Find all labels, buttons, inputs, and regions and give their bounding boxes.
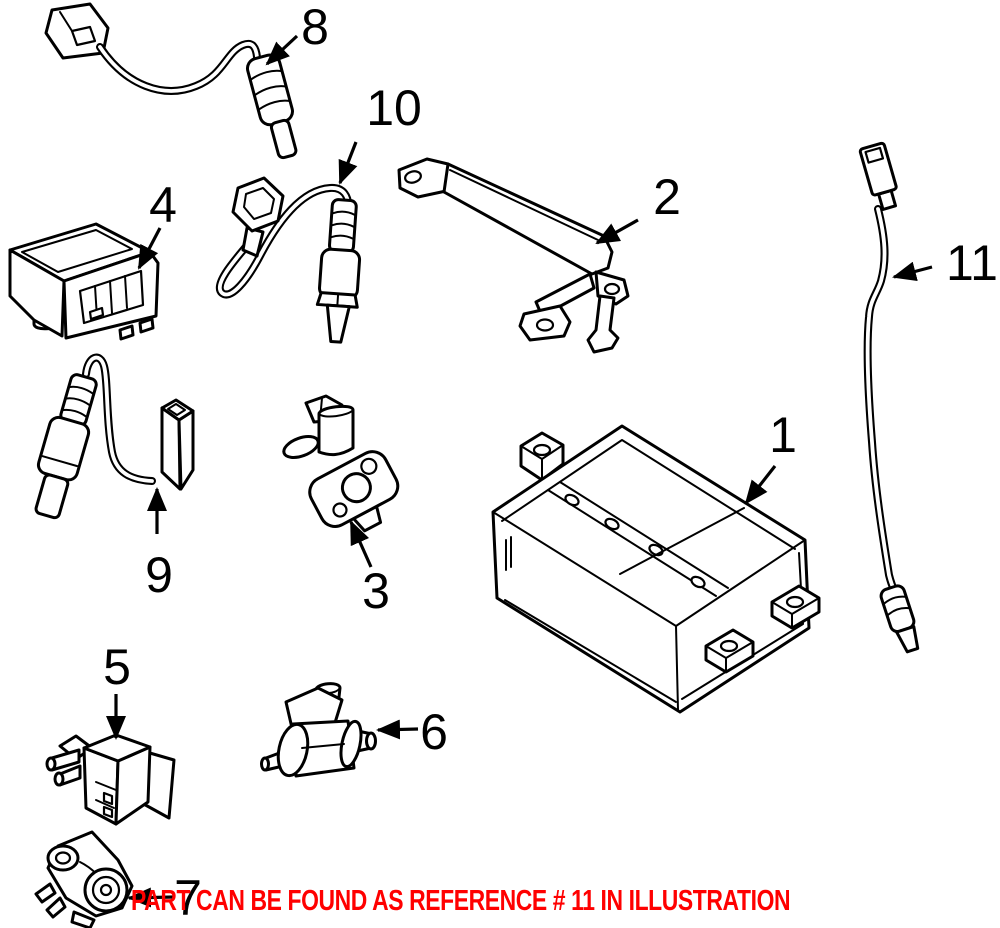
callout-label-2: 2 [653, 169, 681, 225]
reference-caption: PART CAN BE FOUND AS REFERENCE # 11 IN I… [131, 885, 791, 917]
callout-label-11: 11 [946, 235, 998, 291]
part-4-map-sensor [8, 222, 160, 341]
callout-arrow-4 [137, 227, 162, 270]
callout-label-6: 6 [420, 704, 448, 760]
callout-arrow-2 [595, 218, 639, 245]
callout-label-10: 10 [366, 80, 422, 136]
part-8-oxygen-sensor [44, 2, 298, 160]
part-10-oxygen-sensor [215, 176, 362, 344]
callout-arrow-10 [338, 141, 358, 185]
callout-label-8: 8 [301, 0, 329, 55]
callout-arrow-7 [127, 887, 175, 908]
callout-label-9: 9 [145, 547, 173, 603]
part-1-evap-canister [491, 424, 821, 714]
part-5-purge-solenoid-valve [45, 733, 176, 826]
callout-arrow-11 [892, 261, 933, 282]
callout-label-5: 5 [103, 639, 131, 695]
callout-label-3: 3 [362, 563, 390, 619]
part-7-sensor [34, 830, 134, 928]
callout-arrow-3 [349, 520, 373, 568]
callout-arrow-6 [376, 719, 419, 740]
callout-arrow-1 [744, 465, 777, 505]
callout-label-4: 4 [149, 177, 177, 233]
part-9-oxygen-sensor [34, 353, 195, 520]
callout-label-1: 1 [769, 407, 797, 463]
part-3-sensor-valve [282, 394, 400, 533]
callout-arrow-8 [265, 34, 299, 66]
part-11-oxygen-sensor-cable [858, 141, 920, 654]
part-2-bracket [397, 157, 630, 354]
part-6-vent-valve [260, 682, 377, 778]
callout-label-7: 7 [174, 870, 202, 926]
